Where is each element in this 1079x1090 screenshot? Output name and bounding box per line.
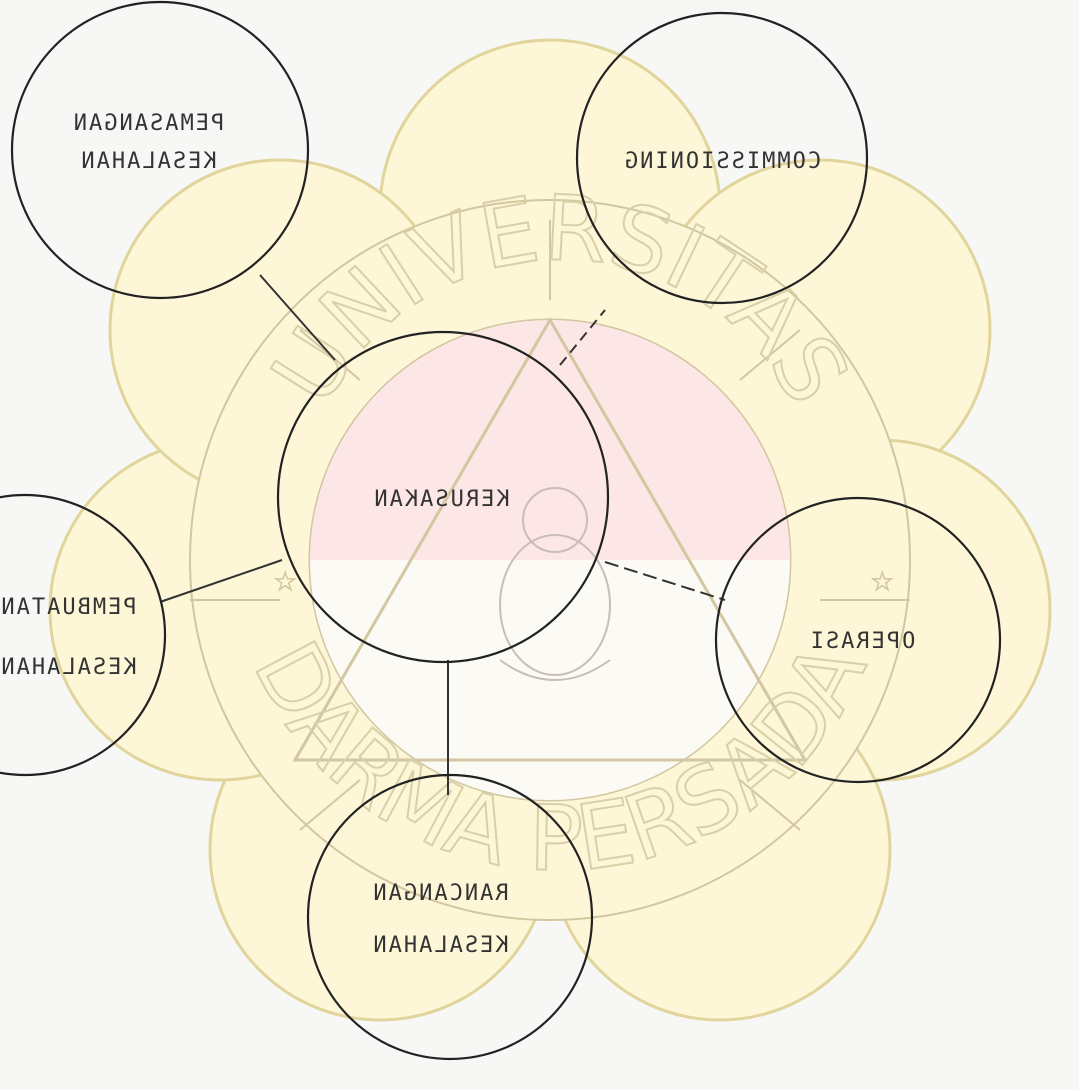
watermark-triangle xyxy=(292,317,808,762)
connector-line xyxy=(604,561,726,601)
node-label-kerusakan: KERUSAKAN xyxy=(372,487,509,512)
connector-line xyxy=(559,309,606,366)
watermark-star: ★ xyxy=(872,559,892,599)
node-label-operasi: OPERASI xyxy=(809,629,916,654)
node-label-line: PEMBUATAN xyxy=(0,595,137,620)
node-label-kesalahan-pembuatan: PEMBUATAN KESALAHAN xyxy=(0,595,137,680)
node-circle-kesalahan-pemasangan xyxy=(10,0,310,300)
node-label-kesalahan-rancangan: RANCANGAN KESALAHAN xyxy=(371,881,508,958)
node-label-line: RANCANGAN xyxy=(371,881,508,906)
node-label-kesalahan-pemasangan: PEMASANGAN KESALAHAN xyxy=(72,111,224,174)
watermark-star: ★ xyxy=(275,559,295,599)
node-label-line: KESALAHAN xyxy=(371,933,508,958)
node-label-commissioning: COMMISSIONING xyxy=(623,149,821,174)
node-circle-kesalahan-pembuatan xyxy=(0,493,167,777)
node-circle-commissioning xyxy=(575,11,869,305)
connector-lines xyxy=(159,274,726,795)
node-label-line: COMMISSIONING xyxy=(623,149,821,174)
connector-line xyxy=(159,559,283,603)
node-circle-kerusakan xyxy=(276,330,610,664)
watermark-red-half xyxy=(310,320,790,560)
node-label-line: OPERASI xyxy=(809,629,916,654)
node-circle-kesalahan-rancangan xyxy=(306,773,594,1061)
node-circle-operasi xyxy=(714,496,1002,784)
node-label-line: KESALAHAN xyxy=(79,149,216,174)
node-label-line: PEMASANGAN xyxy=(72,111,224,136)
connector-line xyxy=(259,274,336,361)
center-label: KERUSAKAN xyxy=(372,487,509,512)
node-label-line: KESALAHAN xyxy=(0,655,137,680)
watermark-emblem xyxy=(499,487,611,681)
